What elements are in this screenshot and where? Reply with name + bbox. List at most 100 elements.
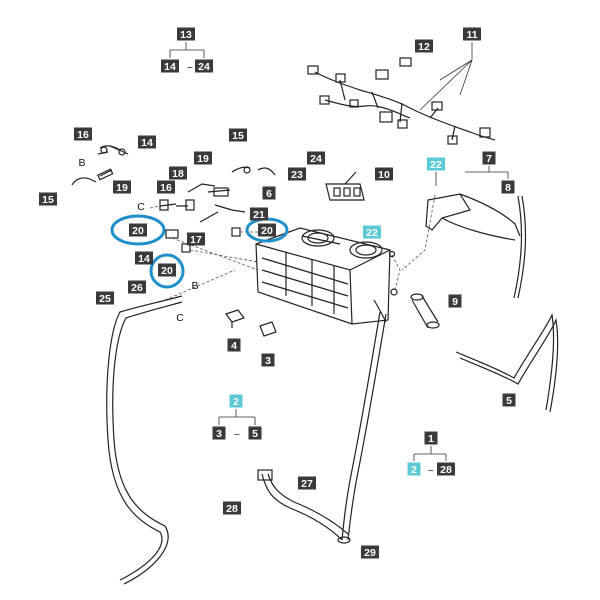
callout-label: 5 [248,426,262,440]
callout-label-box [113,180,131,194]
upper-left-fittings [71,145,276,253]
callout-label: 4 [227,338,241,352]
callout-label-box [250,207,268,221]
range-tilde: ~ [428,465,434,477]
callout-label-number: 20 [161,265,173,277]
callout-label: 22 [427,157,445,171]
callout-label-box [194,151,212,165]
callout-label-number: 17 [190,234,202,246]
callout-label-number: 20 [261,225,273,237]
callout-label-box [138,135,156,149]
callout-label-box [424,431,438,445]
callout-label-box [229,128,247,142]
callout-label: 2 [407,462,421,476]
callout-label-number: 24 [198,61,210,73]
callout-label-box [298,476,316,490]
callout-label-box [161,59,179,73]
group-brackets [169,42,509,461]
callout-label-box [135,251,153,265]
callout-label-number: 24 [310,153,322,165]
callout-label-box [288,167,306,181]
callout-label: 14 [161,59,179,73]
range-tilde: ~ [187,62,193,74]
callout-label: 9 [448,294,462,308]
callout-label: 10 [375,167,393,181]
callout-label-number: 5 [506,395,512,407]
callout-label: 24 [307,151,325,165]
callout-label-box [212,426,226,440]
callout-label-number: 16 [160,182,172,194]
callout-label-box [307,151,325,165]
callout-label: 20 [258,223,276,237]
callout-label: 20 [158,263,176,277]
callout-label: 6 [262,186,276,200]
small-parts [225,309,277,337]
callout-label: 23 [288,167,306,181]
connection-letter: C [176,312,184,324]
range-tildes: ~~~ [187,62,434,477]
callout-label-number: 18 [172,168,184,180]
heater-unit [255,227,398,325]
callout-label: 20 [129,223,147,237]
callout-label-number: 14 [138,253,150,265]
control-panel [325,171,365,201]
callout-label-box [248,426,262,440]
callout-label: 3 [261,353,275,367]
callout-label: 16 [157,180,175,194]
callout-label-number: 27 [301,478,313,490]
callout-label-box [158,263,176,277]
callout-label-number: 28 [440,464,452,476]
callout-label-box [187,232,205,246]
callout-label: 8 [501,180,515,194]
wiring-harness [307,57,496,145]
callout-label-number: 16 [77,129,89,141]
callout-label-number: 15 [42,194,54,206]
connection-letter: B [191,280,198,292]
callout-label-number: 3 [216,428,222,440]
callout-label-box [407,462,421,476]
callout-label-box [261,353,275,367]
callout-label: 11 [463,27,481,41]
callout-label: 25 [96,291,114,305]
right-duct [425,172,527,299]
drain-tube [257,311,387,544]
hose-9 [410,293,440,329]
callout-label: 15 [39,192,57,206]
callout-label-number: 11 [466,29,477,41]
callout-label-number: 19 [116,182,128,194]
callout-label-box [363,225,381,239]
callout-label-box [39,192,57,206]
callout-label-number: 22 [430,159,442,171]
callout-label-box [501,180,515,194]
callout-label-box [258,223,276,237]
callout-label-box [227,338,241,352]
connection-letter: C [137,201,145,213]
callout-label-box [169,166,187,180]
callout-label-box [177,27,195,41]
callout-label-box [129,223,147,237]
callout-label: 3 [212,426,226,440]
callout-label-number: 9 [452,296,458,308]
callout-label-box [482,151,496,165]
callout-label: 2 [229,394,243,408]
callout-label-number: 26 [131,282,143,294]
callout-label-box [437,462,455,476]
callout-label: 28 [223,501,241,515]
callout-label-number: 14 [141,137,153,149]
callout-label-number: 29 [364,547,376,559]
callout-label-number: 15 [232,130,244,142]
callout-label: 18 [169,166,187,180]
callout-label: 15 [229,128,247,142]
callout-label-box [128,280,146,294]
callout-label-box [262,186,276,200]
callout-label-number: 19 [197,153,209,165]
callout-label-number: 2 [411,464,417,476]
callout-label: 17 [187,232,205,246]
callout-label: 14 [138,135,156,149]
callout-label-box [157,180,175,194]
callout-label-box [96,291,114,305]
